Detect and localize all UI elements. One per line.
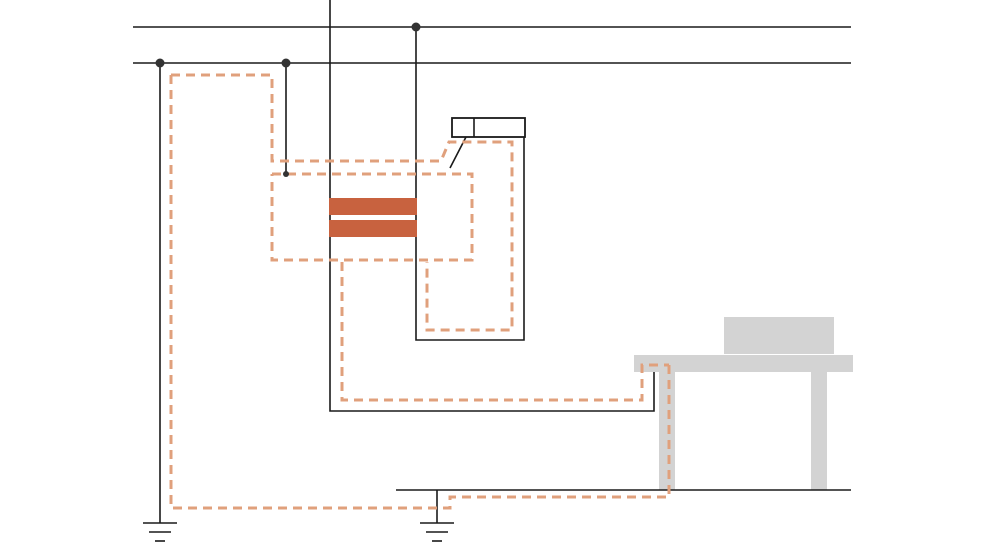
circuit-wire-return — [415, 27, 525, 341]
capacitor-plate-top — [329, 198, 417, 215]
table-top — [634, 355, 853, 372]
equipment — [634, 317, 853, 490]
capacitor-plate-bottom — [329, 220, 417, 237]
switch-box — [451, 117, 526, 138]
fault-current-path — [169, 73, 671, 510]
junction-dot-branch — [281, 58, 291, 68]
ground-symbol-center — [420, 522, 454, 542]
junction-dot-small — [283, 171, 289, 177]
table-leg-left — [659, 372, 675, 490]
device-box — [724, 317, 834, 354]
table-leg-right — [811, 372, 827, 490]
junction-dot-top — [411, 22, 421, 32]
junction-dot-left — [155, 58, 165, 68]
ground-symbol-left — [143, 522, 177, 542]
